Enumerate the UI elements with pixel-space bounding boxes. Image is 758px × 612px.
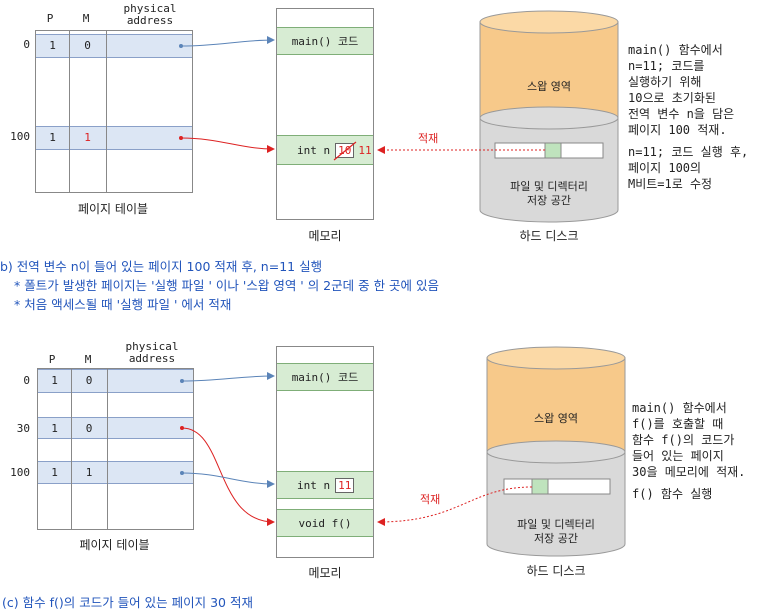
- memory: main() 코드 int n 11 void f(): [276, 346, 374, 558]
- p-header: P: [48, 353, 56, 366]
- physical-header-line2: address: [126, 14, 174, 27]
- panel-c-caption: (c) 함수 f()의 코드가 들어 있는 페이지 30 적재: [2, 595, 253, 610]
- note-line: main() 함수에서: [628, 43, 723, 57]
- p-header: P: [46, 12, 54, 25]
- p-cell: 1: [51, 466, 58, 479]
- old-value-box: 10: [333, 141, 357, 160]
- fs-label-line1: 파일 및 디렉터리: [517, 518, 595, 531]
- note-line: 30을 메모리에 적재.: [632, 465, 746, 479]
- explanation-notes: main() 함수에서 f()를 호출할 때 함수 f()의 코드가 들어 있는…: [632, 400, 756, 502]
- explanation-notes: main() 함수에서 n=11; 코드를 실행하기 위해 10으로 초기화된 …: [628, 42, 756, 192]
- address-label: 0: [23, 38, 30, 51]
- note-line: 페이지 100의: [628, 161, 702, 175]
- note-line: main() 함수에서: [632, 401, 727, 415]
- page-table: 1 0 1 1: [35, 30, 193, 193]
- column-divider: [71, 369, 72, 529]
- note-line: f() 함수 실행: [632, 487, 713, 501]
- table-row: [36, 34, 192, 58]
- m-cell: 0: [85, 422, 93, 435]
- swap-area-label: 스왑 영역: [527, 80, 571, 93]
- m-header: M: [84, 353, 92, 366]
- swap-area-label: 스왑 영역: [534, 412, 578, 425]
- note-line: n=11; 코드 실행 후,: [628, 145, 749, 159]
- page-table-caption: 페이지 테이블: [79, 538, 150, 552]
- page-table: 1 0 1 0 1 1: [37, 368, 194, 530]
- panel-b-caption: b) 전역 변수 n이 들어 있는 페이지 100 적재 후, n=11 실행: [0, 259, 323, 274]
- strike-icon: [333, 141, 357, 160]
- memory-slot-int: int n 11: [277, 471, 373, 499]
- m-cell: 1: [85, 466, 93, 479]
- new-value: 11: [358, 143, 372, 157]
- m-header: M: [82, 12, 90, 25]
- address-label: 0: [23, 374, 30, 387]
- load-label: 적재: [420, 493, 441, 506]
- memory-slot-int: int n 10 11: [277, 135, 373, 165]
- note-line: 페이지 100 적재.: [628, 123, 727, 137]
- page-table-caption: 페이지 테이블: [77, 202, 149, 216]
- hard-disk-icon: [486, 346, 626, 557]
- p-cell: 1: [49, 39, 56, 52]
- p-cell: 1: [49, 131, 56, 144]
- main-code-label: main() 코드: [291, 371, 359, 384]
- address-label: 100: [10, 130, 30, 143]
- p-cell: 1: [51, 422, 58, 435]
- note-line: 10으로 초기화된: [628, 91, 716, 105]
- m-cell: 0: [85, 374, 93, 387]
- main-code-label: main() 코드: [291, 35, 359, 48]
- table-row: [38, 417, 193, 439]
- disk-caption: 하드 디스크: [519, 229, 579, 243]
- note-line: n=11; 코드를: [628, 59, 705, 73]
- m-cell: 0: [84, 39, 91, 52]
- memory-slot-main: main() 코드: [277, 27, 373, 55]
- address-label: 100: [10, 466, 30, 479]
- int-label: int n: [297, 478, 331, 492]
- table-row: [38, 461, 193, 484]
- note-line: 들어 있는 페이지: [632, 449, 724, 463]
- column-divider: [106, 31, 107, 192]
- note-line: f()를 호출할 때: [632, 417, 724, 431]
- hard-disk-icon: [479, 10, 619, 223]
- memory-caption: 메모리: [308, 229, 342, 243]
- note-line: 전역 변수 n을 담은: [628, 107, 735, 121]
- memory-slot-main: main() 코드: [277, 363, 373, 391]
- address-label: 30: [16, 422, 30, 435]
- memory: main() 코드 int n 10 11: [276, 8, 374, 220]
- note-line: 실행하기 위해: [628, 75, 702, 89]
- disk-caption: 하드 디스크: [526, 564, 586, 578]
- table-row: [36, 126, 192, 150]
- note-line: M비트=1로 수정: [628, 177, 713, 191]
- column-divider: [107, 369, 108, 529]
- value-box: 11: [335, 477, 355, 493]
- m-cell: 1: [84, 131, 91, 144]
- memory-slot-void: void f(): [277, 509, 373, 537]
- column-divider: [69, 31, 70, 192]
- fs-label-line1: 파일 및 디렉터리: [510, 180, 588, 193]
- fs-label-line2: 저장 공간: [534, 532, 578, 545]
- load-label: 적재: [418, 132, 439, 145]
- table-row: [38, 369, 193, 393]
- panel-b-bullet: * 폴트가 발생한 페이지는 '실행 파일 ' 이나 '스왑 영역 ' 의 2군…: [14, 278, 440, 293]
- p-cell: 1: [51, 374, 58, 387]
- physical-header-line1: physical: [123, 2, 177, 15]
- physical-header-line1: physical: [125, 340, 179, 353]
- note-line: 함수 f()의 코드가: [632, 433, 735, 447]
- physical-header-line2: address: [128, 352, 176, 365]
- fs-label-line2: 저장 공간: [527, 194, 571, 207]
- panel-b-bullet: * 처음 액세스될 때 '실행 파일 ' 에서 적재: [14, 297, 232, 312]
- void-f-label: void f(): [298, 516, 352, 530]
- memory-caption: 메모리: [308, 566, 342, 580]
- int-label: int n: [297, 143, 331, 157]
